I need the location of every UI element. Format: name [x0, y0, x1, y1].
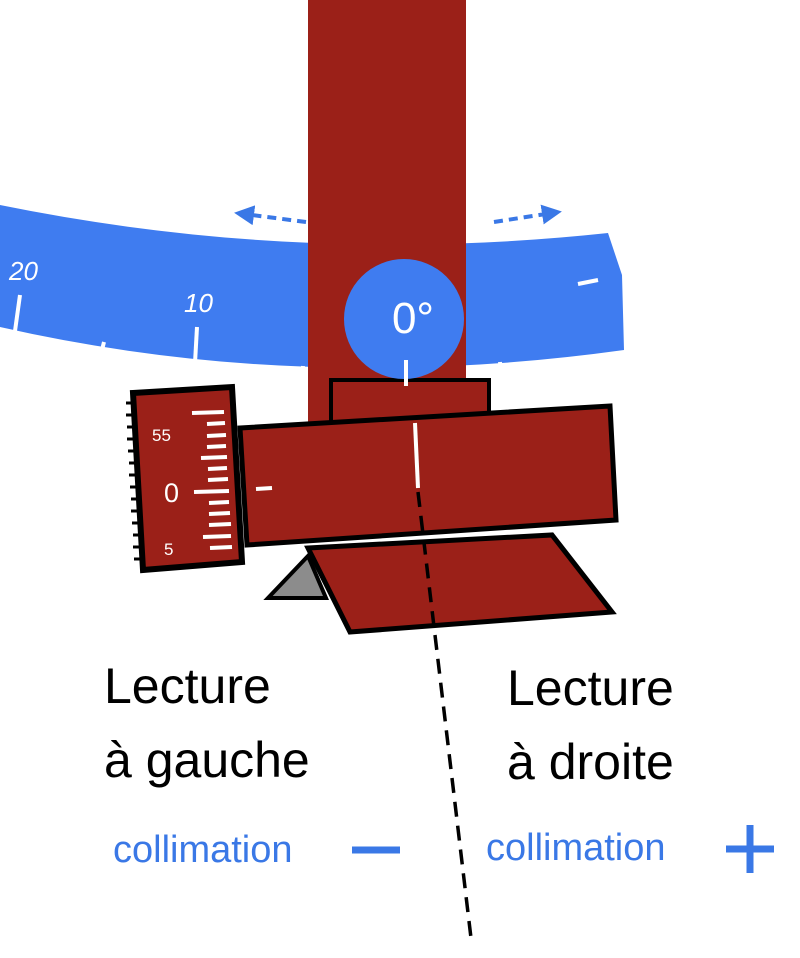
telescope-index-tick	[255, 486, 273, 491]
scale-tick-15	[99, 341, 106, 355]
zero-circle	[344, 259, 464, 379]
zero-label: 0°	[392, 294, 434, 343]
scale-label-10: 10	[184, 288, 213, 318]
telescope-center-line	[413, 422, 420, 489]
left-collimation-label: collimation	[113, 829, 293, 871]
scale-tick-minus-5	[498, 361, 503, 374]
vernier-serrations	[126, 401, 143, 561]
arrow-left-icon	[234, 205, 307, 226]
scale-label-20: 20	[8, 256, 38, 286]
right-collimation-label: collimation	[486, 827, 666, 869]
scale-tick-far-right	[577, 278, 599, 286]
right-reading-line2: à droite	[507, 734, 674, 790]
right-reading-line1: Lecture	[507, 660, 674, 716]
arrow-right-icon	[493, 204, 562, 225]
base-triangle	[263, 552, 330, 600]
left-reading-line2: à gauche	[104, 732, 310, 788]
vernier-box: 55 0 5	[126, 383, 246, 574]
vernier-label-0: 0	[164, 478, 179, 508]
telescope-bar	[237, 403, 619, 548]
scale-tick-10	[193, 326, 199, 364]
vernier-ticks	[191, 410, 233, 550]
vernier-label-55: 55	[152, 426, 171, 445]
scale-tick-5	[300, 365, 305, 379]
left-reading-line1: Lecture	[104, 658, 271, 714]
vernier-label-5: 5	[164, 540, 173, 559]
scale-tick-20	[13, 294, 22, 332]
base-wedge	[304, 532, 617, 635]
collimation-axis	[416, 491, 473, 939]
plus-icon	[726, 825, 774, 873]
scale-ticks	[13, 278, 599, 379]
